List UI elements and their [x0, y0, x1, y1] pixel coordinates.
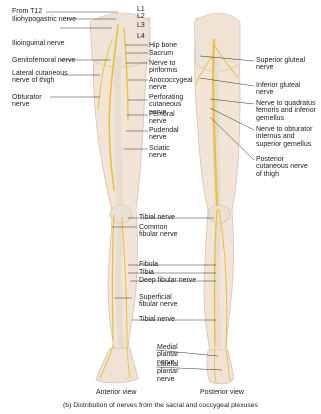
label-pudendal-nerve: Pudendal nerve: [149, 127, 185, 142]
label-nerve-to-piriformis: Nerve to piriformis: [149, 60, 189, 75]
posterior-leg: [194, 13, 240, 384]
label-posterior-cutaneous-nerve: Posterior cutaneous nerve of thigh: [256, 156, 312, 178]
anterior-tibia: [119, 222, 121, 345]
label-l4: L4: [137, 33, 145, 40]
posterior-tibia: [217, 222, 219, 345]
label-l3: L3: [137, 22, 145, 29]
label-superior-gluteal-nerve: Superior gluteal nerve: [256, 57, 310, 72]
posterior-view-label: Posterior view: [200, 389, 244, 396]
label-lateral-plantar-nerve: Lateral plantar nerve: [157, 361, 193, 383]
label-lateral-cutaneous-nerve: Lateral cutaneous nerve of thigh: [12, 70, 68, 85]
label-obturator-nerve: Obturator nerve: [12, 94, 52, 109]
label-genitofemoral-nerve: Genitofemoral nerve: [12, 57, 75, 64]
label-tibia: Tibia: [139, 269, 154, 276]
figure-caption: (b) Distribution of nerves from the sacr…: [0, 402, 321, 409]
label-l2: L2: [137, 13, 145, 20]
posterior-knee: [208, 205, 230, 223]
label-sciatic-nerve: Sciatic nerve: [149, 145, 185, 160]
label-hip-bone: Hip bone: [149, 42, 177, 49]
label-anococcygeal-nerve: Anococcygeal nerve: [149, 77, 197, 92]
label-inferior-gluteal-nerve: Inferior gluteal nerve: [256, 82, 310, 97]
label-fibula: Fibula: [139, 261, 158, 268]
label-deep-fibular-nerve: Deep fibular nerve: [139, 277, 196, 284]
label-nerve-to-obturator-internus: Nerve to obturator internus and superior…: [256, 126, 318, 148]
label-common-fibular-nerve: Common fibular nerve: [139, 224, 187, 239]
label-from-t12: From T12: [12, 8, 42, 15]
label-nerve-to-quadratus-femoris: Nerve to quadratus femoris and inferior …: [256, 100, 318, 122]
label-tibial-nerve-lower: Tibial nerve: [139, 316, 175, 323]
label-ilioinguinal-nerve: Ilioinguinal nerve: [12, 40, 65, 47]
anterior-view-label: Anterior view: [96, 389, 136, 396]
label-tibial-nerve-upper: Tibial nerve: [139, 214, 175, 221]
anterior-leg: [90, 13, 150, 383]
anterior-foot: [96, 348, 138, 383]
label-femoral-nerve: Femoral nerve: [149, 111, 185, 126]
label-superficial-fibular-nerve: Superficial fibular nerve: [139, 294, 185, 309]
anterior-femur: [117, 60, 120, 205]
label-sacrum: Sacrum: [149, 50, 173, 57]
label-iliohypogastric-nerve: Iliohypogastric nerve: [12, 16, 76, 23]
